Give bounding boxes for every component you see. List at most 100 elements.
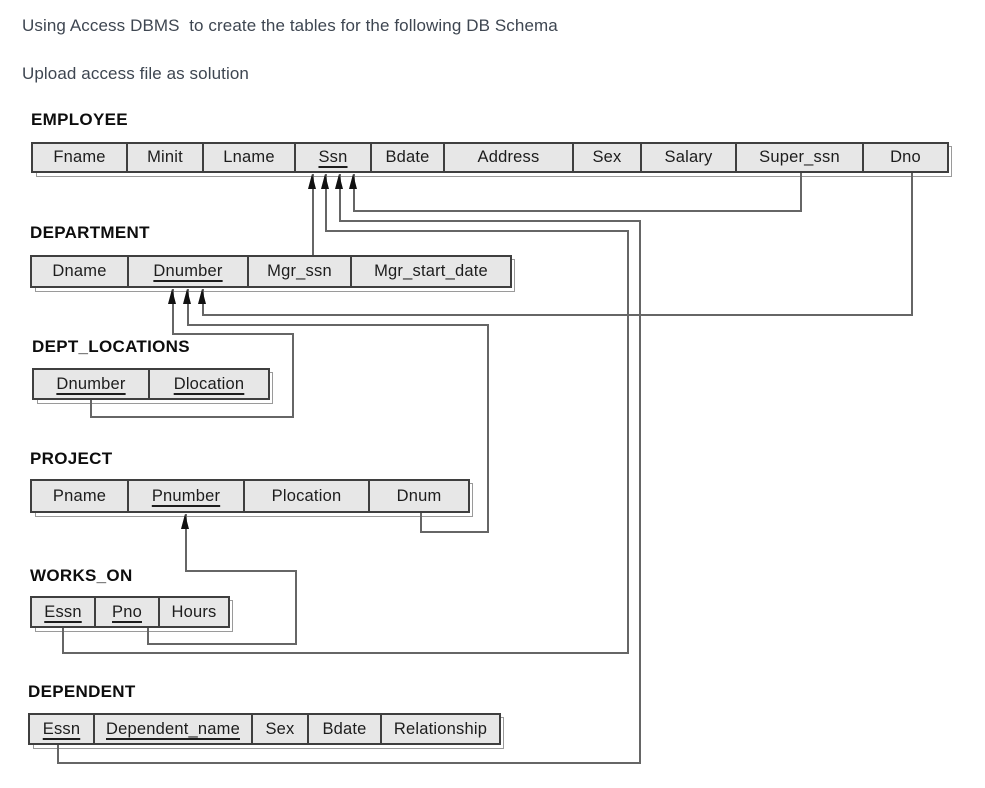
fk-line-works_on-Essn [325,174,327,232]
column-department-mgr_start_date: Mgr_start_date [350,255,512,288]
column-label: Super_ssn [759,148,840,166]
fk-line-works_on-Pno [185,514,187,572]
column-employee-bdate: Bdate [370,142,445,173]
column-label: Pname [52,486,107,505]
fk-line-department-Mgr_ssn [312,174,314,257]
column-dept_locations-dlocation: Dlocation [148,368,270,400]
column-employee-ssn: Ssn [294,142,372,173]
column-label: Hours [171,602,217,621]
fk-arrowhead-project-Dnum [183,289,192,304]
fk-line-dept_locations-Dnumber [90,400,92,418]
column-label: Sex [592,148,622,166]
fk-arrowhead-works_on-Pno [181,514,190,529]
fk-arrowhead-employee-Super_ssn [349,174,358,189]
column-label: Pnumber [151,486,221,505]
column-employee-minit: Minit [126,142,204,173]
fk-arrowhead-dept_locations-Dnumber [168,289,177,304]
column-label: Dnum [396,486,442,505]
column-label: Mgr_ssn [267,262,332,280]
column-department-dnumber: Dnumber [127,255,249,288]
fk-line-dependent-Essn [339,174,341,222]
fk-line-works_on-Pno [147,643,297,645]
column-employee-sex: Sex [572,142,642,173]
fk-line-works_on-Essn [325,230,629,232]
fk-line-works_on-Pno [147,628,149,645]
column-label: Lname [223,148,275,166]
fk-line-dept_locations-Dnumber [172,333,294,335]
column-dependent-relationship: Relationship [380,713,501,745]
column-department-dname: Dname [30,255,129,288]
column-project-plocation: Plocation [243,479,370,513]
fk-line-works_on-Essn [62,652,629,654]
column-label: Ssn [318,148,348,166]
fk-line-project-Dnum [187,324,489,326]
column-label: Address [477,148,540,166]
fk-line-works_on-Pno [185,570,297,572]
column-label: Dno [890,148,921,166]
column-project-pname: Pname [30,479,129,513]
fk-line-project-Dnum [187,289,189,326]
column-employee-dno: Dno [862,142,949,173]
column-employee-salary: Salary [640,142,737,173]
column-works_on-pno: Pno [94,596,160,628]
column-dept_locations-dnumber: Dnumber [32,368,150,400]
fk-arrowhead-works_on-Essn [321,174,330,189]
fk-line-employee-Dno [911,173,913,316]
column-label: Bdate [322,719,367,738]
column-label: Essn [42,719,81,738]
fk-line-works_on-Essn [627,230,629,654]
instruction-line-1: Using Access DBMS to create the tables f… [22,16,558,35]
column-label: Relationship [393,719,488,738]
fk-line-project-Dnum [420,531,489,533]
column-employee-address: Address [443,142,574,173]
column-dependent-essn: Essn [28,713,95,745]
fk-line-dependent-Essn [57,745,59,764]
fk-line-employee-Dno [202,314,913,316]
column-label: Dlocation [173,374,245,393]
column-employee-super_ssn: Super_ssn [735,142,864,173]
fk-line-project-Dnum [487,324,489,533]
fk-line-employee-Super_ssn [353,174,355,212]
fk-line-employee-Super_ssn [353,210,802,212]
fk-arrowhead-dependent-Essn [335,174,344,189]
column-label: Dnumber [153,262,223,280]
column-label: Dname [52,262,107,280]
table-title-works_on: WORKS_ON [30,566,133,585]
column-label: Bdate [385,148,430,166]
column-label: Dnumber [56,374,126,393]
fk-line-dept_locations-Dnumber [292,333,294,418]
fk-line-dependent-Essn [339,220,641,222]
column-department-mgr_ssn: Mgr_ssn [247,255,352,288]
table-title-dependent: DEPENDENT [28,682,136,701]
column-project-dnum: Dnum [368,479,470,513]
table-title-dept_locations: DEPT_LOCATIONS [32,337,190,356]
column-label: Essn [44,602,82,621]
table-title-employee: EMPLOYEE [31,110,128,129]
column-label: Plocation [271,486,342,505]
instruction-line-2: Upload access file as solution [22,64,249,83]
column-employee-fname: Fname [31,142,128,173]
column-works_on-hours: Hours [158,596,230,628]
fk-arrowhead-employee-Dno [198,289,207,304]
fk-line-works_on-Essn [62,628,64,654]
fk-arrowhead-department-Mgr_ssn [308,174,317,189]
fk-line-project-Dnum [420,513,422,533]
column-dependent-bdate: Bdate [307,713,382,745]
fk-line-dependent-Essn [57,762,641,764]
table-title-project: PROJECT [30,449,113,468]
column-label: Mgr_start_date [374,262,488,280]
fk-line-dependent-Essn [639,220,641,764]
fk-line-dept_locations-Dnumber [172,289,174,335]
fk-line-dept_locations-Dnumber [90,416,294,418]
column-dependent-dependent_name: Dependent_name [93,713,253,745]
table-title-department: DEPARTMENT [30,223,150,242]
column-project-pnumber: Pnumber [127,479,245,513]
column-label: Dependent_name [106,719,240,738]
column-label: Salary [664,148,713,166]
column-label: Pno [112,602,142,621]
column-label: Minit [147,148,183,166]
column-label: Sex [265,719,295,738]
column-dependent-sex: Sex [251,713,309,745]
